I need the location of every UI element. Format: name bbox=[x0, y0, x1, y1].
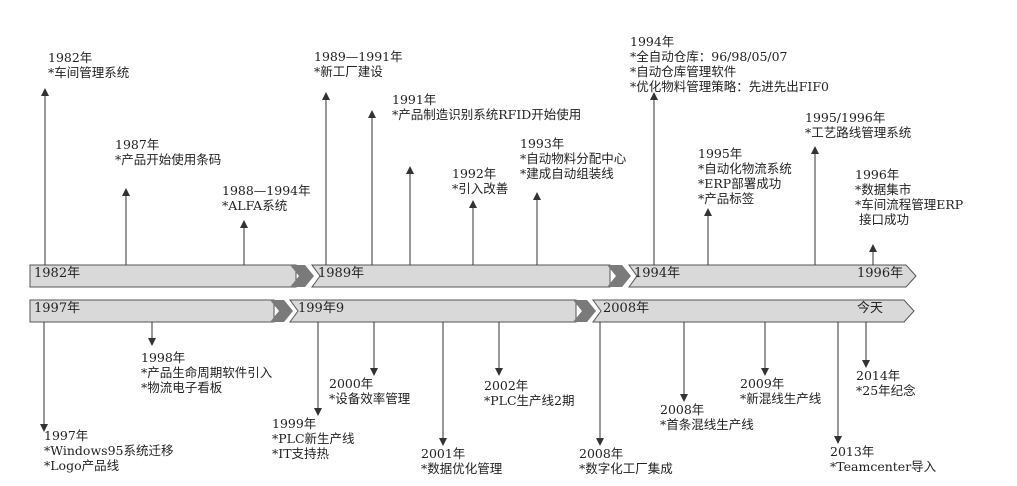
event-2008-digital-factory: 2008年 *数字化工厂集成 bbox=[579, 446, 673, 476]
event-line: *车间管理系统 bbox=[48, 65, 130, 80]
band2-label-1997: 1997年 bbox=[34, 301, 81, 316]
event-line: *新工厂建设 bbox=[314, 64, 383, 79]
event-year: 1991年 bbox=[392, 92, 437, 107]
event-1992: 1992年 *引入改善 bbox=[452, 166, 508, 196]
event-2009: 2009年 *新混线生产线 bbox=[740, 376, 821, 406]
event-2013: 2013年 *Teamcenter导入 bbox=[830, 444, 936, 474]
event-line: *Windows95系统迁移 bbox=[44, 443, 174, 458]
event-year: 1989—1991年 bbox=[314, 49, 403, 64]
event-year: 2008年 bbox=[660, 402, 705, 417]
event-1988-1994: 1988—1994年 *ALFA系统 bbox=[222, 183, 311, 213]
timeline-band-1982-1996 bbox=[29, 264, 917, 288]
event-line: *自动物料分配中心 bbox=[520, 151, 627, 166]
event-year: 2014年 bbox=[856, 368, 901, 383]
event-line: *25年纪念 bbox=[856, 383, 916, 398]
event-line: *工艺路线管理系统 bbox=[805, 125, 912, 140]
event-line: *Logo产品线 bbox=[44, 458, 120, 473]
event-line: *建成自动组装线 bbox=[520, 166, 614, 181]
event-1989-1991: 1989—1991年 *新工厂建设 bbox=[314, 49, 403, 79]
event-year: 2002年 bbox=[484, 378, 529, 393]
band2-label-today: 今天 bbox=[857, 301, 884, 316]
event-year: 1992年 bbox=[452, 166, 497, 181]
event-1993: 1993年 *自动物料分配中心 *建成自动组装线 bbox=[520, 136, 626, 181]
event-year: 1996年 bbox=[855, 167, 900, 182]
event-1987: 1987年 *产品开始使用条码 bbox=[115, 137, 221, 167]
event-line: *产品标签 bbox=[698, 191, 755, 206]
chevron-divider bbox=[290, 265, 314, 287]
band1-label-1989: 1989年 bbox=[318, 266, 365, 281]
event-line: *PLC新生产线 bbox=[272, 431, 355, 446]
event-year: 1998年 bbox=[141, 350, 186, 365]
event-1999: 1999年 *PLC新生产线 *IT支持热 bbox=[272, 416, 355, 461]
event-line: *产品制造识别系统RFID开始使用 bbox=[392, 107, 582, 122]
event-line: *数据优化管理 bbox=[421, 461, 503, 476]
event-line: *IT支持热 bbox=[272, 446, 330, 461]
band2-label-2008: 2008年 bbox=[603, 301, 650, 316]
event-year: 2001年 bbox=[421, 446, 466, 461]
event-line: *自动仓库管理软件 bbox=[630, 64, 737, 79]
event-year: 1995年 bbox=[698, 146, 743, 161]
event-line: *全自动仓库：96/98/05/07 bbox=[630, 49, 788, 64]
event-2000: 2000年 *设备效率管理 bbox=[329, 376, 410, 406]
event-year: 2000年 bbox=[329, 376, 374, 391]
event-year: 1994年 bbox=[630, 34, 675, 49]
timeline-band-1997-today bbox=[29, 299, 915, 323]
event-1996: 1996年 *数据集市 *车间流程管理ERP 接口成功 bbox=[855, 167, 963, 227]
event-1991: 1991年 *产品制造识别系统RFID开始使用 bbox=[392, 92, 581, 122]
chevron-divider bbox=[607, 265, 631, 287]
event-line: *ERP部署成功 bbox=[698, 176, 782, 191]
event-year: 1995/1996年 bbox=[805, 110, 886, 125]
event-line: *数据集市 bbox=[855, 182, 912, 197]
event-line: *物流电子看板 bbox=[141, 380, 223, 395]
event-year: 1982年 bbox=[48, 50, 93, 65]
event-line: 接口成功 bbox=[859, 212, 910, 227]
event-line: *产品生命周期软件引入 bbox=[141, 365, 273, 380]
event-line: *车间流程管理ERP bbox=[855, 197, 964, 212]
event-line: *引入改善 bbox=[452, 181, 509, 196]
event-line: *Teamcenter导入 bbox=[830, 459, 937, 474]
event-line: *产品开始使用条码 bbox=[115, 152, 222, 167]
event-1994: 1994年 *全自动仓库：96/98/05/07 *自动仓库管理软件 *优化物料… bbox=[630, 34, 829, 94]
event-2008-mixed-line: 2008年 *首条混线生产线 bbox=[660, 402, 754, 432]
event-line: *首条混线生产线 bbox=[660, 417, 754, 432]
event-year: 1993年 bbox=[520, 136, 565, 151]
event-year: 1988—1994年 bbox=[222, 183, 311, 198]
band1-label-1982: 1982年 bbox=[34, 266, 81, 281]
band2-label-1999: 199年9 bbox=[298, 301, 345, 316]
event-year: 1997年 bbox=[44, 428, 89, 443]
event-2014: 2014年 *25年纪念 bbox=[856, 368, 916, 398]
event-line: *新混线生产线 bbox=[740, 391, 822, 406]
event-1982: 1982年 *车间管理系统 bbox=[48, 50, 129, 80]
event-1998: 1998年 *产品生命周期软件引入 *物流电子看板 bbox=[141, 350, 272, 395]
band1-label-1994: 1994年 bbox=[634, 266, 681, 281]
event-line: *ALFA系统 bbox=[222, 198, 288, 213]
event-2002: 2002年 *PLC生产线2期 bbox=[484, 378, 574, 408]
event-year: 2013年 bbox=[830, 444, 875, 459]
event-line: *PLC生产线2期 bbox=[484, 393, 575, 408]
band1-label-1996: 1996年 bbox=[857, 266, 904, 281]
chevron-divider bbox=[270, 300, 293, 322]
event-line: *优化物料管理策略：先进先出FIF0 bbox=[630, 79, 829, 94]
event-year: 1987年 bbox=[115, 137, 160, 152]
event-1997: 1997年 *Windows95系统迁移 *Logo产品线 bbox=[44, 428, 173, 473]
event-line: *数字化工厂集成 bbox=[579, 461, 673, 476]
event-year: 1999年 bbox=[272, 416, 317, 431]
event-2001: 2001年 *数据优化管理 bbox=[421, 446, 502, 476]
chevron-divider bbox=[573, 300, 596, 322]
event-1995: 1995年 *自动化物流系统 *ERP部署成功 *产品标签 bbox=[698, 146, 792, 206]
event-line: *自动化物流系统 bbox=[698, 161, 792, 176]
event-line: *设备效率管理 bbox=[329, 391, 411, 406]
event-year: 2008年 bbox=[579, 446, 624, 461]
event-year: 2009年 bbox=[740, 376, 785, 391]
event-1995-1996: 1995/1996年 *工艺路线管理系统 bbox=[805, 110, 911, 140]
